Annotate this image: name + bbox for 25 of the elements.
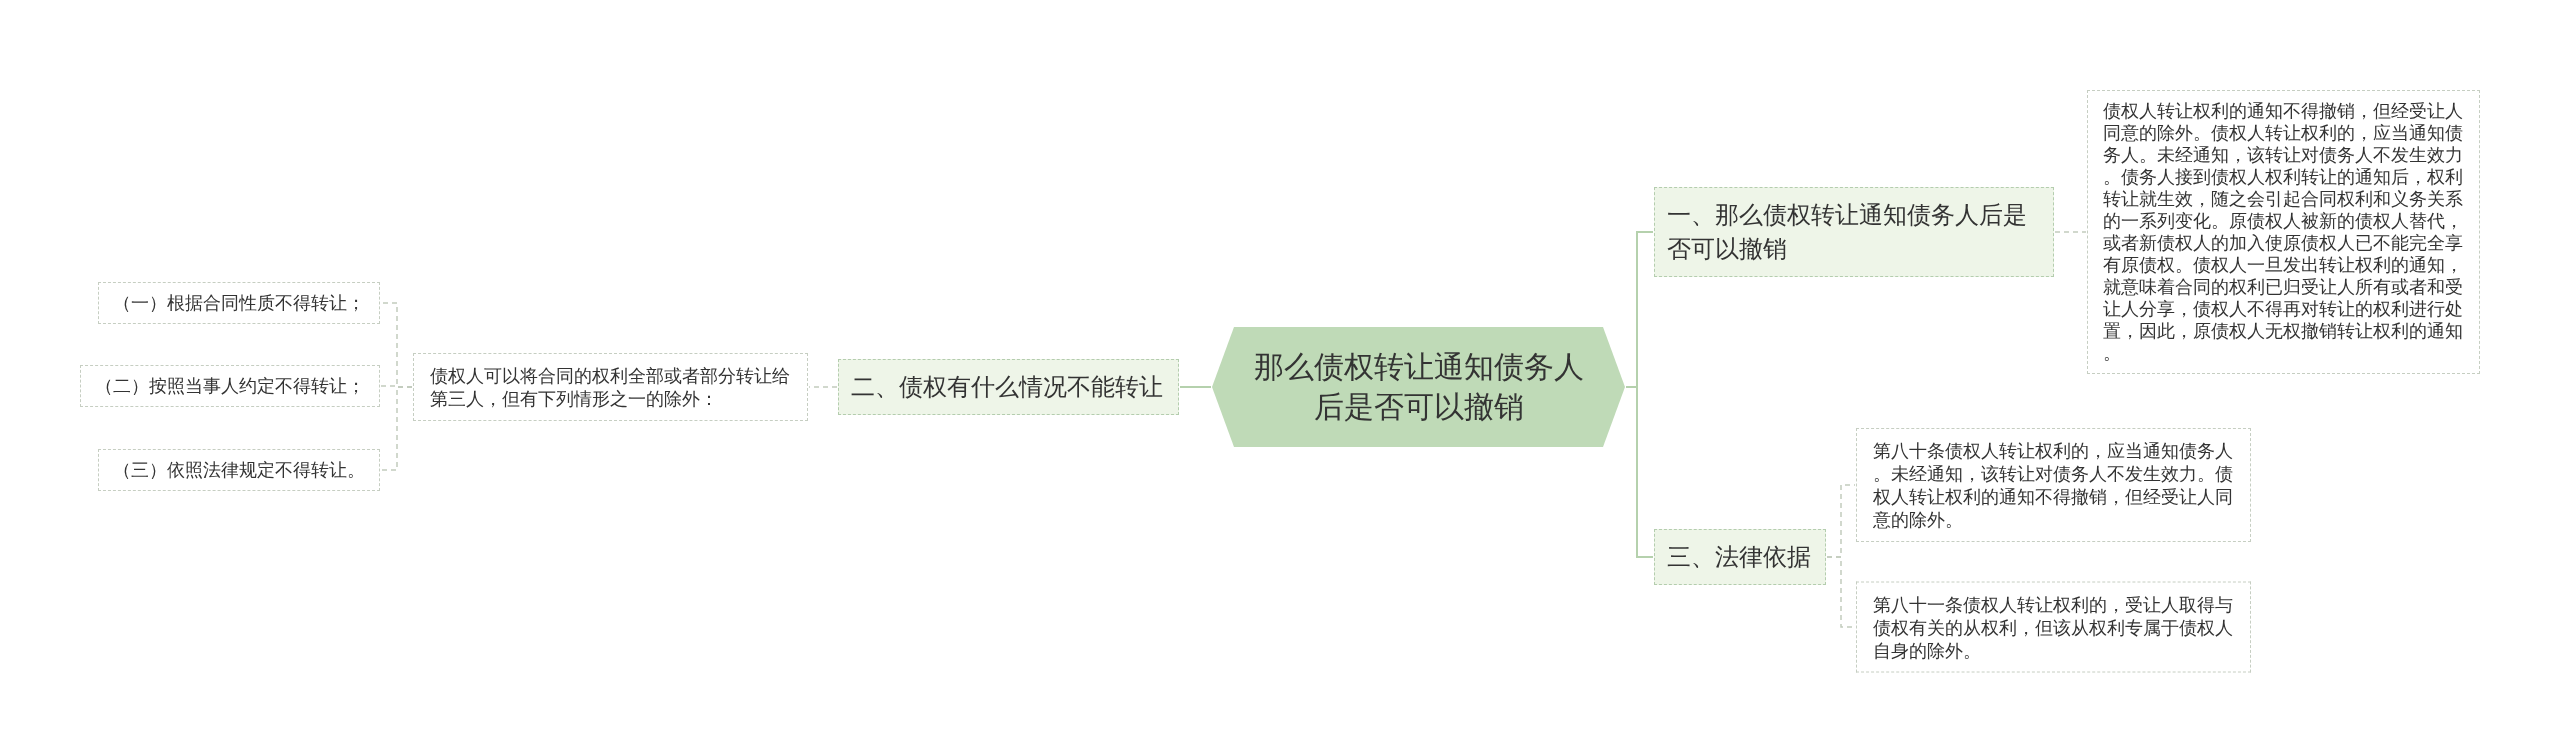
item-card: [80, 365, 380, 407]
connector-line: [808, 386, 838, 388]
note-text: 债权人转让权利的通知不得撤销，但经受让人同意的除外。债权人转让权利的，应当通知债务人。未经通知，该转让对债务人不发生效力。债务人接到债权人权利转让的通知后，权利转让就生效，随之会引起合同权利和义务关系的一系列变化。原债权人被新的债权人替代，或者新债权人的加入使原债权人已不能完全享有原债权。债权人一旦发出转让权利的通知，就意味着合同的权利已归受让人所有或者和受让人分享，债权人不得再对转让的权利进行处置，因此，原债权人无权撤销转让权利的通知。: [2103, 100, 2464, 364]
connector-line: [2054, 231, 2087, 233]
branch-node: [1654, 187, 2054, 277]
connector-line: [380, 386, 413, 471]
branch-node: [1654, 529, 1826, 585]
branch-title: 一、那么债权转让通知债务人后是否可以撤销: [1667, 200, 2028, 265]
note-text: 债权人可以将合同的权利全部或者部分转让给第三人，但有下列情形之一的除外：: [430, 364, 791, 410]
note-card: [1856, 581, 2251, 673]
note-card: [1856, 428, 2251, 542]
topic-title: 那么债权转让通知债务人后是否可以撤销: [1252, 348, 1585, 426]
branch-node: [838, 359, 1179, 415]
item-text: （三）依照法律规定不得转让。: [113, 458, 365, 482]
note-card: [413, 353, 808, 421]
branch-title: 三、法律依据: [1667, 542, 1812, 573]
note-text: 第八十条债权人转让权利的，应当通知债务人。未经通知，该转让对债务人不发生效力。债权人转让权利的通知不得撤销，但经受让人同意的除外。: [1873, 439, 2234, 531]
item-text: （一）根据合同性质不得转让；: [113, 291, 365, 315]
item-card: [98, 449, 380, 491]
connector-line: [1179, 386, 1212, 388]
note-text: 第八十一条债权人转让权利的，受让人取得与债权有关的从权利，但该从权利专属于债权人自身的除外。: [1873, 592, 2234, 662]
branch-title: 二、债权有什么情况不能转让: [851, 372, 1164, 403]
topic-hexagon: [1212, 327, 1625, 447]
item-card: [98, 282, 380, 324]
item-text: （二）按照当事人约定不得转让；: [95, 374, 365, 398]
